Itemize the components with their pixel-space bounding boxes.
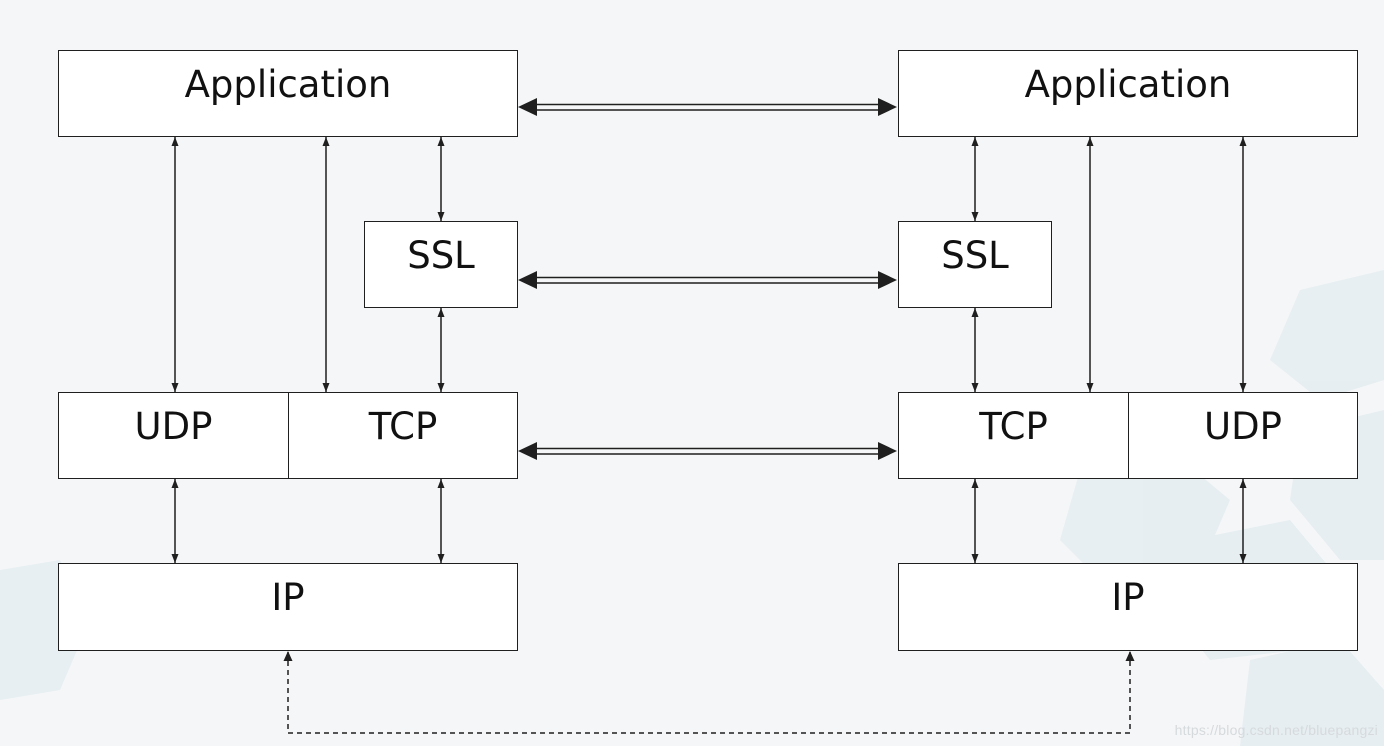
left-application-label: Application — [184, 63, 392, 106]
left-ip-label: IP — [271, 576, 305, 619]
left-ssl-label: SSL — [407, 234, 475, 277]
right-udp-label: UDP — [1204, 405, 1282, 448]
right-application-label: Application — [1024, 63, 1232, 106]
left-tcp-cell: TCP — [288, 393, 517, 478]
right-ip-box: IP — [898, 563, 1358, 651]
watermark: https://blog.csdn.net/bluepangzi — [1174, 722, 1378, 738]
right-ssl-label: SSL — [941, 234, 1009, 277]
peer-arrow-tcp — [518, 442, 897, 460]
left-application-box: Application — [58, 50, 518, 137]
dashed-ip-link — [283, 651, 1135, 734]
right-tcp-cell: TCP — [899, 393, 1128, 478]
left-ssl-box: SSL — [364, 221, 518, 308]
left-udp-cell: UDP — [59, 393, 288, 478]
right-ip-label: IP — [1111, 576, 1145, 619]
left-udp-label: UDP — [134, 405, 213, 448]
right-ssl-box: SSL — [898, 221, 1052, 308]
left-tcp-label: TCP — [368, 405, 438, 448]
right-udp-cell: UDP — [1128, 393, 1357, 478]
left-ip-box: IP — [58, 563, 518, 651]
right-transport-box: TCP UDP — [898, 392, 1358, 479]
right-application-box: Application — [898, 50, 1358, 137]
right-tcp-label: TCP — [979, 405, 1048, 448]
peer-arrow-ssl — [518, 271, 897, 289]
left-transport-box: UDP TCP — [58, 392, 518, 479]
peer-arrow-application — [518, 98, 897, 116]
